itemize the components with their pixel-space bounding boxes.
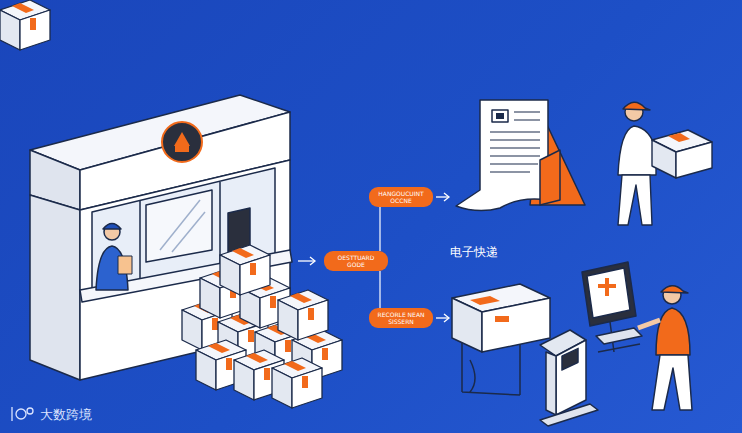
customs-booth (30, 95, 292, 380)
connector (380, 207, 381, 251)
flow-arrows (298, 193, 449, 322)
document-icon (456, 100, 585, 211)
process-pill: RECORLE NEAN SISSERN (369, 308, 433, 328)
pill-text: HANGOUCUINT OCCNE (377, 190, 425, 204)
pill-text: OESTTUARD GODE (332, 254, 380, 268)
center-label: 电子快递 (450, 244, 498, 261)
process-pill: HANGOUCUINT OCCNE (369, 187, 433, 207)
pill-text: RECORLE NEAN SISSERN (377, 311, 425, 325)
parcel-stack (0, 0, 342, 408)
watermark-logo (12, 407, 33, 421)
process-pill: OESTTUARD GODE (324, 251, 388, 271)
connector (380, 271, 381, 308)
parcel-on-stand (452, 284, 550, 395)
self-service-kiosk (540, 330, 598, 426)
watermark-text: 大数跨境 (40, 406, 92, 424)
courier-figure (618, 102, 712, 225)
terminal-operator (582, 262, 692, 410)
